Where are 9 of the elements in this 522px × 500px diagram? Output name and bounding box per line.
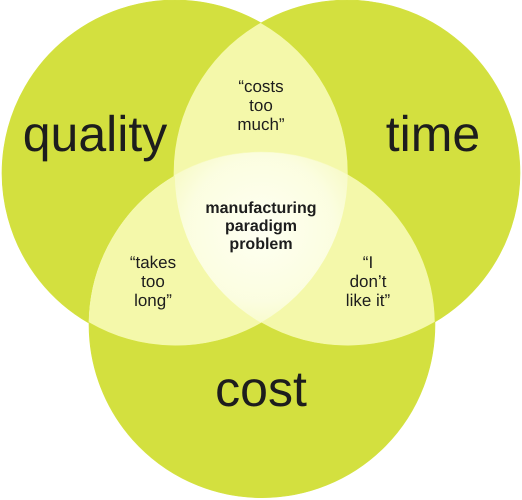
overlap-label: “takes too long”	[128, 253, 178, 311]
circle-label: cost	[215, 362, 307, 416]
overlap-region	[174, 22, 348, 176]
center-overlap-region	[174, 152, 348, 324]
overlap-label: “I don’t like it”	[344, 253, 392, 311]
overlap-label: “costs too much”	[236, 77, 286, 135]
circle-label: time	[386, 108, 480, 160]
center-label: manufacturing paradigm problem	[205, 200, 317, 254]
circle-label: quality	[22, 108, 168, 160]
